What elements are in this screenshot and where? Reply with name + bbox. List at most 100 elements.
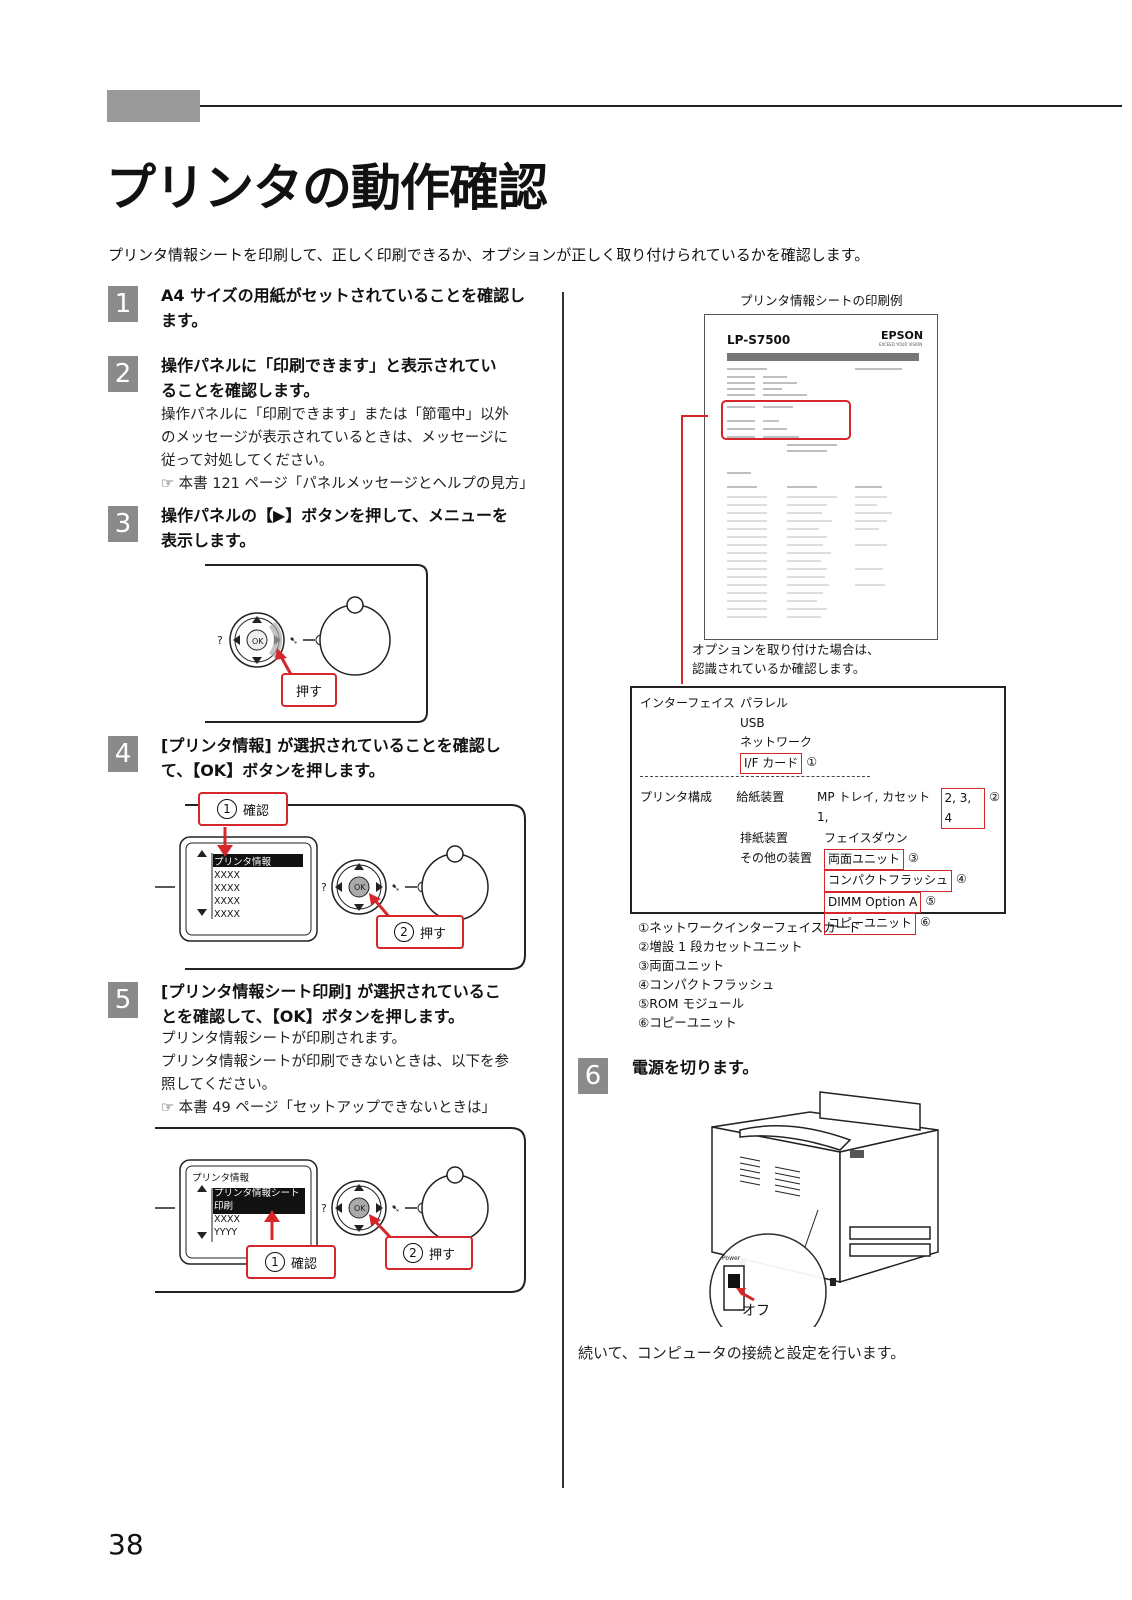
reference-icon: ☞	[161, 476, 179, 492]
sheet-caption: プリンタ情報シートの印刷例	[740, 293, 903, 308]
closing-text: 続いて、コンピュータの接続と設定を行います。	[578, 1344, 906, 1362]
step-heading: 電源を切ります。	[632, 1055, 758, 1080]
table-row: ネットワーク	[740, 735, 813, 749]
table-row: インターフェイスパラレル	[640, 696, 789, 710]
callout-number: 2	[402, 1243, 423, 1263]
press-label: 押す	[419, 926, 446, 942]
reference-link[interactable]: ☞ 本書 49 ページ「セットアップできないときは」	[161, 1097, 556, 1120]
lcd-line: XXXX	[214, 870, 241, 881]
sheet-brand-logo: EPSON	[881, 329, 924, 342]
lcd-panel-figure: OK ? ➷	[155, 1127, 526, 1293]
jog-dial-icon	[421, 1174, 489, 1242]
step-heading-line: とを確認して、【OK】ボタンを押します。	[161, 1007, 465, 1026]
lcd-line-selected: プリンタ情報	[214, 857, 272, 868]
lcd-panel-figure: OK ? ➷	[155, 804, 526, 970]
highlighted-option: I/F カード	[740, 752, 803, 774]
step-number: 2	[108, 356, 138, 392]
sheet-model: LP-S7500	[727, 333, 791, 347]
ok-label: OK	[252, 637, 264, 646]
control-panel-figure: OK ? ➷	[205, 564, 428, 723]
step-heading: [プリンタ情報シート印刷] が選択されているこ とを確認して、【OK】ボタンを押…	[161, 979, 551, 1029]
lcd-screen-text: プリンタ情報	[192, 1172, 249, 1185]
highlighted-option: コンパクトフラッシュ	[824, 870, 953, 892]
sheet-header-bar	[727, 353, 919, 361]
option-highlight-box	[721, 400, 851, 440]
legend-item: ⑤ROM モジュール	[638, 996, 745, 1011]
jog-dial-icon	[421, 853, 489, 921]
svg-text:OK: OK	[354, 1204, 366, 1213]
highlighted-option: 両面ユニット	[824, 848, 905, 870]
callout-number: 2	[393, 922, 414, 942]
highlighted-option: 2, 3, 4	[940, 788, 986, 829]
body-line: 従って対処してください。	[161, 453, 334, 469]
lcd-screen-text: プリンタ情報 XXXX XXXX XXXX XXXX	[214, 856, 271, 921]
step-body: プリンタ情報シートが印刷されます。 プリンタ情報シートが印刷できないときは、以下…	[161, 1028, 556, 1120]
step-heading-line: [プリンタ情報] が選択されていることを確認し	[161, 736, 501, 755]
step-heading-line: 電源を切ります。	[632, 1058, 759, 1077]
confirm-label: 確認	[290, 1256, 317, 1272]
lcd-title: プリンタ情報	[192, 1173, 250, 1184]
lcd-line: YYYY	[214, 1227, 238, 1238]
column-divider	[562, 292, 564, 1488]
lcd-line-selected: プリンタ情報シート	[214, 1188, 300, 1199]
svg-text:Power: Power	[722, 1255, 741, 1262]
reference-link[interactable]: ☞ 本書 121 ページ「パネルメッセージとヘルプの見方」	[161, 473, 556, 496]
step-number: 1	[108, 286, 138, 322]
table-divider	[640, 776, 870, 777]
callout-line: 認識されているか確認します。	[692, 661, 866, 676]
step-heading-line: 操作パネルに「印刷できます」と表示されてい	[161, 356, 497, 375]
highlighted-option: コピーユニット	[824, 913, 917, 935]
lcd-line: XXXX	[214, 883, 241, 894]
press-callout: 押す	[281, 673, 337, 707]
header-block	[107, 90, 200, 122]
intro-text: プリンタ情報シートを印刷して、正しく印刷できるか、オプションが正しく取り付けられ…	[108, 246, 870, 264]
confirm-label: 確認	[242, 803, 269, 819]
off-label: オフ	[742, 1303, 770, 1319]
callout-number: 1	[264, 1252, 285, 1272]
legend-item: ④コンパクトフラッシュ	[638, 977, 775, 992]
svg-text:➷: ➷	[289, 634, 298, 647]
sheet-callout-text: オプションを取り付けた場合は、 認識されているか確認します。	[692, 640, 880, 678]
lcd-line: XXXX	[214, 1214, 241, 1225]
body-line: プリンタ情報シートが印刷されます。	[161, 1031, 407, 1047]
reference-text: 本書 121 ページ「パネルメッセージとヘルプの見方」	[178, 476, 534, 492]
press-callout: 2 押す	[385, 1236, 473, 1270]
reference-icon: ☞	[161, 1100, 179, 1116]
jog-dial-icon	[319, 604, 391, 676]
svg-text:?: ?	[321, 881, 327, 894]
step-heading-line: 表示します。	[161, 531, 256, 550]
step-heading-line: A4 サイズの用紙がセットされていることを確認し	[161, 286, 526, 305]
sheet-brand-tag: EXCEED YOUR VISION	[879, 342, 923, 347]
reference-text: 本書 49 ページ「セットアップできないときは」	[178, 1100, 496, 1116]
confirm-callout: 1 確認	[198, 792, 288, 826]
step-number: 3	[108, 506, 138, 542]
step-heading-line: ます。	[161, 311, 208, 330]
table-row: 排紙装置フェイスダウン	[740, 831, 908, 845]
body-line: 照してください。	[161, 1077, 277, 1093]
press-callout: 2 押す	[376, 915, 464, 949]
dpad-icon	[229, 612, 285, 668]
body-line: 操作パネルに「印刷できます」または「節電中」以外	[161, 407, 509, 423]
lcd-line: XXXX	[214, 909, 241, 920]
header-rule	[200, 105, 1122, 107]
lcd-screen-text: プリンタ情報シート 印刷 XXXX YYYY	[214, 1187, 300, 1239]
info-sheet-image: LP-S7500 EPSON EXCEED YOUR VISION	[704, 314, 938, 640]
lcd-line: XXXX	[214, 896, 241, 907]
lcd-line-selected: 印刷	[214, 1201, 234, 1212]
legend-item: ②増設 1 段カセットユニット	[638, 939, 803, 954]
step-body: 操作パネルに「印刷できます」または「節電中」以外 のメッセージが表示されていると…	[161, 404, 556, 496]
step-heading-line: ることを確認します。	[161, 381, 320, 400]
table-row: USB	[740, 715, 765, 730]
legend-item: ⑥コピーユニット	[638, 1015, 737, 1030]
svg-text:?: ?	[321, 1202, 327, 1215]
press-label: 押す	[295, 684, 322, 700]
